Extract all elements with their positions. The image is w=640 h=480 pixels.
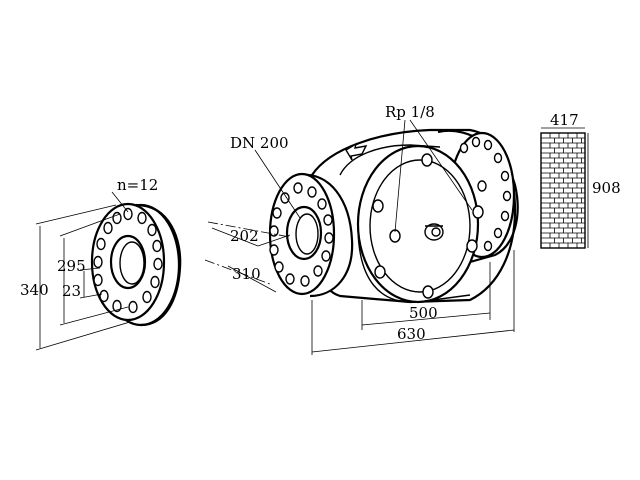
meter-body: [204, 119, 519, 355]
loose-flange: [35, 191, 182, 351]
bolt-circle-label: 295: [57, 257, 86, 275]
dim-line-630: [311, 329, 515, 353]
outlet-bolt-holes: [459, 136, 512, 252]
nominal-diameter-label: DN 200: [230, 134, 289, 152]
outer-diameter-label: 340: [20, 281, 49, 299]
thread-label: Rp 1/8: [385, 103, 435, 121]
flange-bore: [109, 234, 147, 290]
inlet-bore: [285, 205, 323, 261]
center-hub: [424, 223, 444, 241]
block-width-label: 417: [550, 111, 579, 129]
flange-bolt-holes: [93, 207, 163, 314]
end-cap: [356, 144, 480, 304]
brick-block: [540, 127, 589, 249]
end-cap-bosses: [372, 153, 487, 299]
inner-diameter-label: 202: [230, 227, 259, 245]
inlet-bolt-holes: [269, 182, 334, 287]
bolt-hole-label: 23: [62, 282, 81, 300]
dim-line-310: [227, 265, 277, 293]
brick-block-outline: [540, 132, 586, 249]
dim-line-202: [211, 227, 259, 247]
flange-diameter-label: 310: [232, 265, 261, 283]
overall-length-label: 630: [397, 325, 426, 343]
block-height-label: 908: [592, 179, 621, 197]
flow-arrow-icon: [345, 142, 368, 161]
bolt-count-label: n=12: [117, 176, 158, 194]
body-length-label: 500: [409, 304, 438, 322]
dim-line-500: [361, 312, 491, 326]
